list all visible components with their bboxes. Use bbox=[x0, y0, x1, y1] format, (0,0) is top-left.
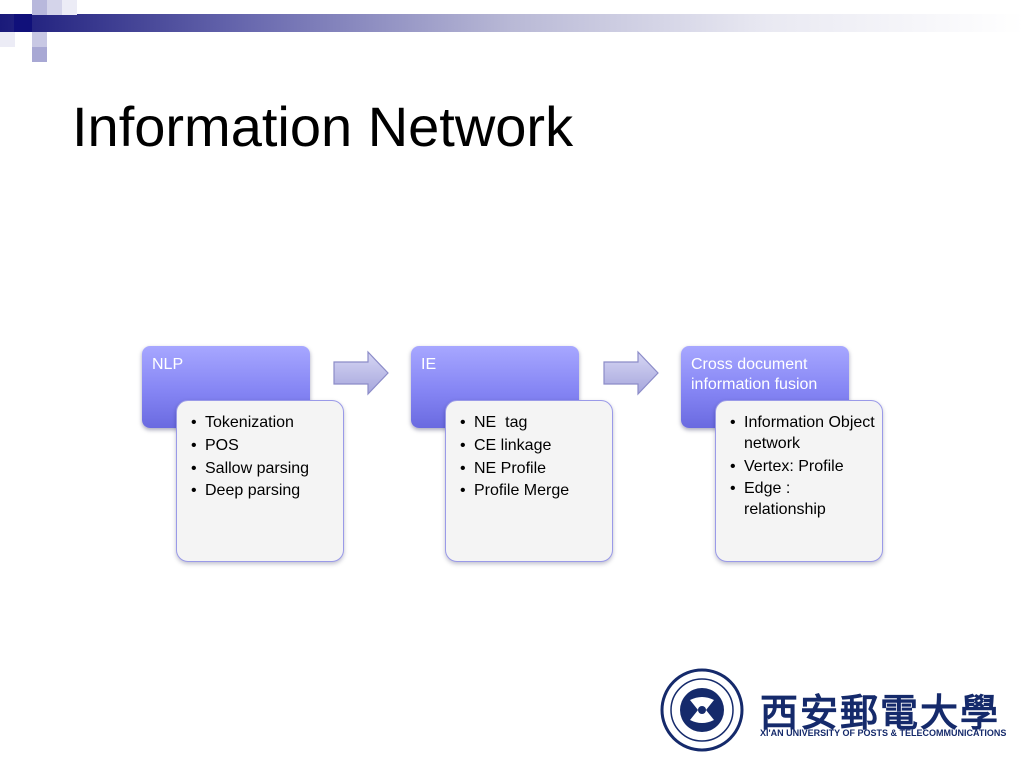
list-item: CE linkage bbox=[458, 436, 606, 457]
process-label: NLP bbox=[152, 356, 184, 373]
detail-box-ie: NE tag CE linkage NE Profile Profile Mer… bbox=[445, 400, 613, 562]
detail-box-nlp: Tokenization POS Sallow parsing Deep par… bbox=[176, 400, 344, 562]
detail-list: Tokenization POS Sallow parsing Deep par… bbox=[189, 413, 337, 502]
process-label: Cross document information fusion bbox=[691, 356, 818, 393]
decor-square bbox=[62, 0, 77, 15]
detail-list: Information Object network Vertex: Profi… bbox=[728, 413, 876, 521]
decor-square bbox=[47, 32, 62, 47]
decor-square bbox=[14, 14, 32, 32]
list-item: Sallow parsing bbox=[189, 459, 337, 480]
right-arrow-icon bbox=[603, 350, 659, 396]
university-seal-icon bbox=[660, 668, 744, 752]
decor-square bbox=[47, 0, 62, 15]
list-item: Vertex: Profile bbox=[728, 457, 876, 478]
detail-box-fusion: Information Object network Vertex: Profi… bbox=[715, 400, 883, 562]
decor-square bbox=[0, 32, 15, 47]
university-name-zh: 西安郵電大學 bbox=[760, 690, 1001, 735]
decor-square bbox=[32, 47, 47, 62]
list-item: NE Profile bbox=[458, 459, 606, 480]
list-item: Deep parsing bbox=[189, 481, 337, 502]
decor-square bbox=[32, 32, 47, 47]
slide-title: Information Network bbox=[72, 95, 574, 158]
list-item: Information Object network bbox=[728, 413, 876, 455]
list-item: Edge : relationship bbox=[728, 479, 876, 521]
list-item: NE tag bbox=[458, 413, 606, 434]
list-item: POS bbox=[189, 436, 337, 457]
header-band bbox=[0, 14, 1024, 32]
decor-square bbox=[32, 0, 47, 15]
list-item: Profile Merge bbox=[458, 481, 606, 502]
right-arrow-icon bbox=[333, 350, 389, 396]
detail-list: NE tag CE linkage NE Profile Profile Mer… bbox=[458, 413, 606, 502]
process-label: IE bbox=[421, 356, 437, 373]
list-item: Tokenization bbox=[189, 413, 337, 434]
university-name-en: XI'AN UNIVERSITY OF POSTS & TELECOMMUNIC… bbox=[760, 728, 1007, 738]
